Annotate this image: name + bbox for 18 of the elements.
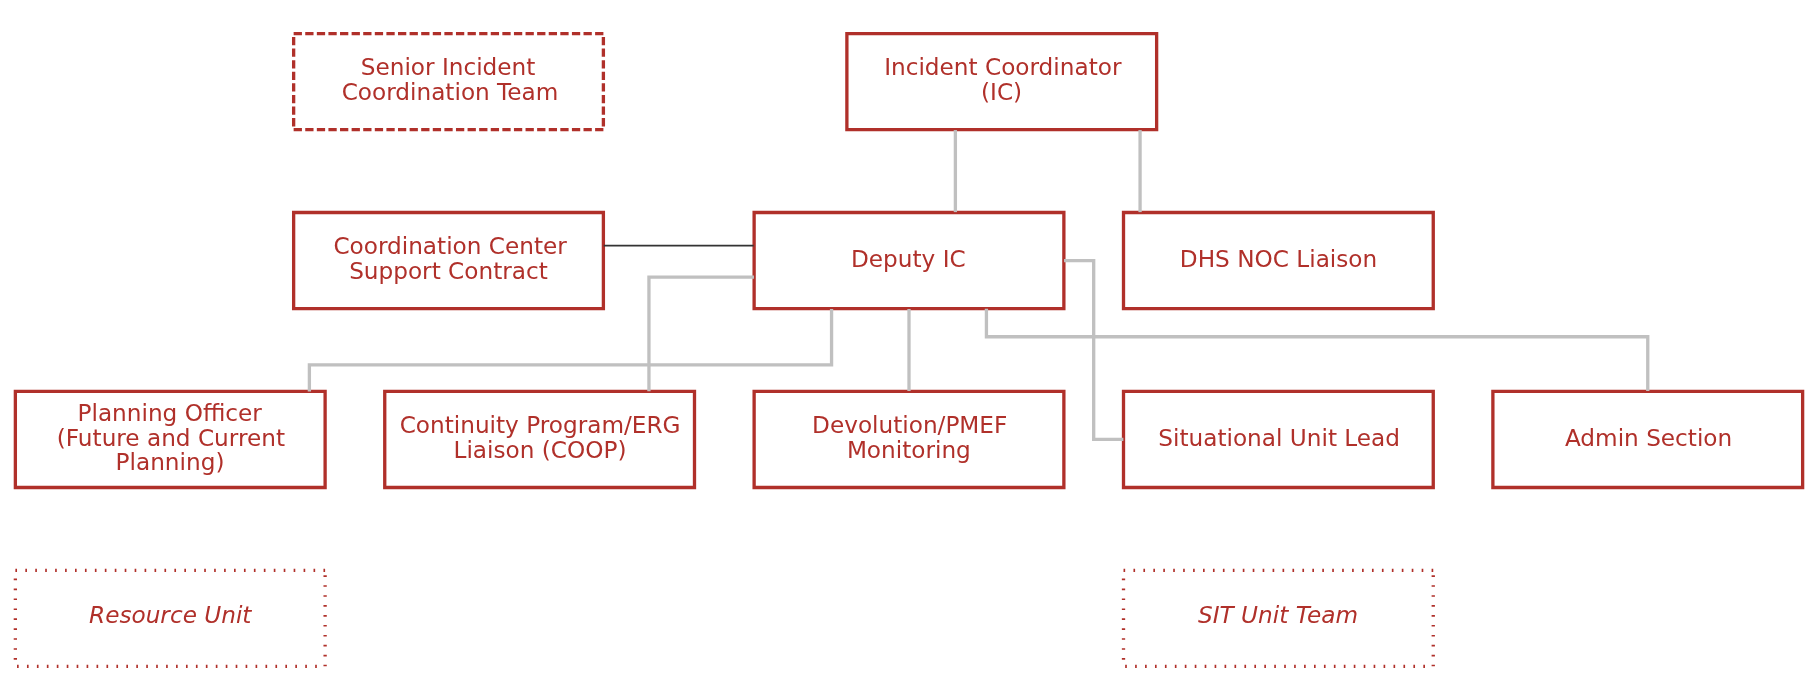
node-box: Senior Incident Coordination Team (292, 31, 606, 131)
connector (1064, 258, 1124, 441)
node-box: Resource Unit (13, 568, 327, 668)
node-box: Continuity Program/ERG Liaison (COOP) (383, 389, 697, 489)
connector (907, 308, 911, 391)
node-box: Coordination Center Support Contract (292, 210, 606, 310)
node-box: Deputy IC (752, 210, 1066, 310)
connector (953, 129, 958, 212)
node-box: Situational Unit Lead (1121, 389, 1435, 489)
connector (647, 274, 754, 391)
node-box: Admin Section (1491, 389, 1805, 489)
node-box: Planning Officer (Future and Current Planning) (13, 389, 327, 489)
connector (602, 244, 755, 246)
node-box: DHS NOC Liaison (1121, 210, 1435, 310)
node-box: SIT Unit Team (1121, 568, 1435, 668)
node-box: Devolution/PMEF Monitoring (752, 389, 1066, 489)
connector (1138, 129, 1142, 212)
node-box: Incident Coordinator (IC) (845, 31, 1159, 131)
